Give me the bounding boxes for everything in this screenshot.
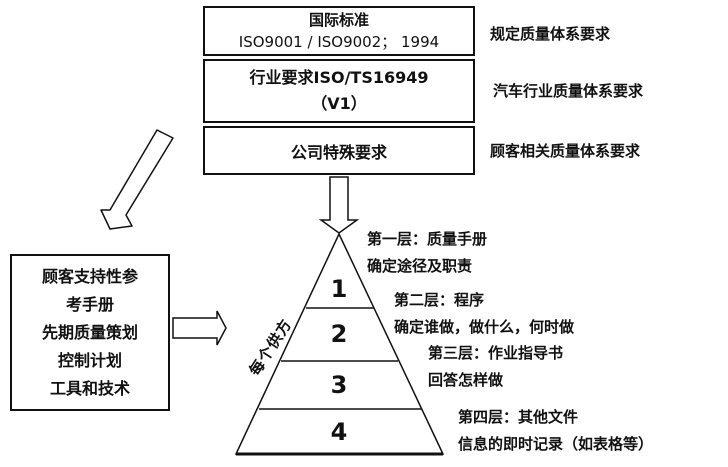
intl-standard-code: ISO9001 / ISO9002； 1994: [238, 33, 440, 51]
industry-req-desc: 汽车行业质量体系要求: [493, 82, 644, 100]
intl-standard-desc: 规定质量体系要求: [490, 25, 611, 43]
company-req-title: 公司特殊要求: [290, 142, 387, 162]
industry-req-box: 行业要求ISO/TS16949 （V1）: [203, 59, 475, 123]
layer-number-4: 4: [330, 418, 348, 446]
pyramid: [234, 232, 445, 456]
layer-number-2: 2: [330, 320, 348, 348]
layer-4-title: 第四层：其他文件: [458, 408, 579, 426]
industry-req-title: 行业要求ISO/TS16949: [249, 68, 429, 87]
layer-1-title: 第一层：质量手册: [367, 230, 488, 248]
right-arrow-icon: [172, 310, 227, 346]
layer-2-text: 第二层：程序 确定谁做，做什么，何时做: [394, 287, 574, 341]
intl-standard-box: 国际标准 ISO9001 / ISO9002； 1994: [203, 6, 475, 56]
down-arrow-icon: [318, 176, 360, 234]
reference-line: 工具和技术: [49, 378, 130, 398]
company-req-desc: 顾客相关质量体系要求: [490, 142, 641, 160]
layer-number-1: 1: [330, 275, 348, 303]
layer-number-3: 3: [330, 371, 348, 399]
reference-line: 顾客支持性参: [41, 266, 138, 286]
layer-3-desc: 回答怎样做: [428, 371, 504, 389]
layer-1-text: 第一层：质量手册 确定途径及职责: [367, 226, 487, 280]
layer-3-text: 第三层：作业指导书 回答怎样做: [428, 340, 563, 394]
layer-2-title: 第二层：程序: [394, 291, 485, 309]
industry-req-version: （V1）: [311, 94, 367, 113]
reference-manuals-box: 顾客支持性参 考手册 先期质量策划 控制计划 工具和技术: [10, 254, 170, 411]
reference-line: 控制计划: [57, 350, 122, 370]
reference-line: 先期质量策划: [41, 322, 138, 342]
diagonal-arrow-icon: [100, 129, 174, 230]
layer-4-text: 第四层：其他文件 信息的即时记录（如表格等）: [458, 404, 653, 458]
reference-line: 考手册: [65, 294, 114, 314]
layer-1-desc: 确定途径及职责: [367, 257, 473, 275]
intl-standard-title: 国际标准: [308, 11, 369, 29]
layer-2-desc: 确定谁做，做什么，何时做: [394, 318, 575, 336]
company-req-box: 公司特殊要求: [203, 126, 475, 175]
layer-3-title: 第三层：作业指导书: [428, 344, 564, 362]
layer-4-desc: 信息的即时记录（如表格等）: [458, 435, 654, 453]
